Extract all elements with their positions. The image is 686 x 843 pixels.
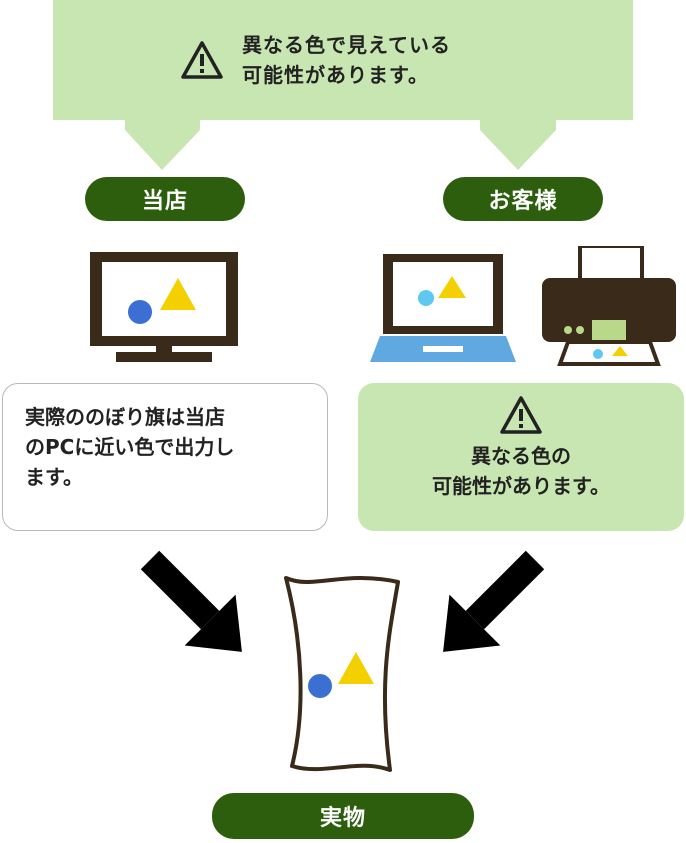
banner-arrow-right [480, 118, 556, 170]
store-label: 当店 [85, 177, 245, 221]
customer-card-line: 可能性があります。 [432, 474, 610, 498]
customer-card-line: 異なる色の [471, 444, 571, 468]
arrow-left-down [140, 550, 242, 652]
blue-circle [308, 674, 332, 698]
top-banner-text: 異なる色で見えている 可能性があります。 [242, 30, 451, 90]
customer-card-text: 異なる色の 可能性があります。 [432, 441, 610, 501]
warning-icon [500, 396, 542, 434]
store-card-line: ます。 [25, 465, 83, 489]
flow-arrows [140, 550, 545, 652]
monitor-icon [90, 252, 238, 362]
blue-circle [128, 300, 152, 324]
flag-sheet-icon [284, 576, 400, 772]
customer-label: お客様 [443, 177, 603, 221]
top-banner-line: 可能性があります。 [242, 63, 429, 87]
store-card: 実際ののぼり旗は当店 のPCに近い色で出力し ます。 [2, 383, 328, 531]
yellow-triangle [338, 652, 374, 684]
customer-card: 異なる色の 可能性があります。 [358, 383, 684, 531]
yellow-triangle [612, 346, 628, 356]
top-warning: 異なる色で見えている 可能性があります。 [180, 30, 451, 90]
arrow-right-down [443, 550, 545, 652]
store-card-text: 実際ののぼり旗は当店 のPCに近い色で出力し ます。 [25, 402, 315, 492]
laptop-icon [370, 254, 516, 362]
top-banner [53, 0, 633, 120]
store-card-line: 実際ののぼり旗は当店 [25, 405, 225, 429]
printer-icon [542, 246, 676, 366]
yellow-triangle [438, 276, 466, 298]
store-card-line: のPCに近い色で出力し [25, 435, 235, 459]
top-banner-line: 異なる色で見えている [242, 33, 451, 57]
warning-icon [181, 41, 223, 79]
lightblue-circle [593, 349, 603, 359]
lightblue-circle [418, 290, 434, 306]
yellow-triangle [160, 278, 196, 310]
actual-label: 実物 [212, 793, 474, 839]
banner-arrow-left [125, 118, 200, 170]
banner-arrows [125, 118, 556, 170]
